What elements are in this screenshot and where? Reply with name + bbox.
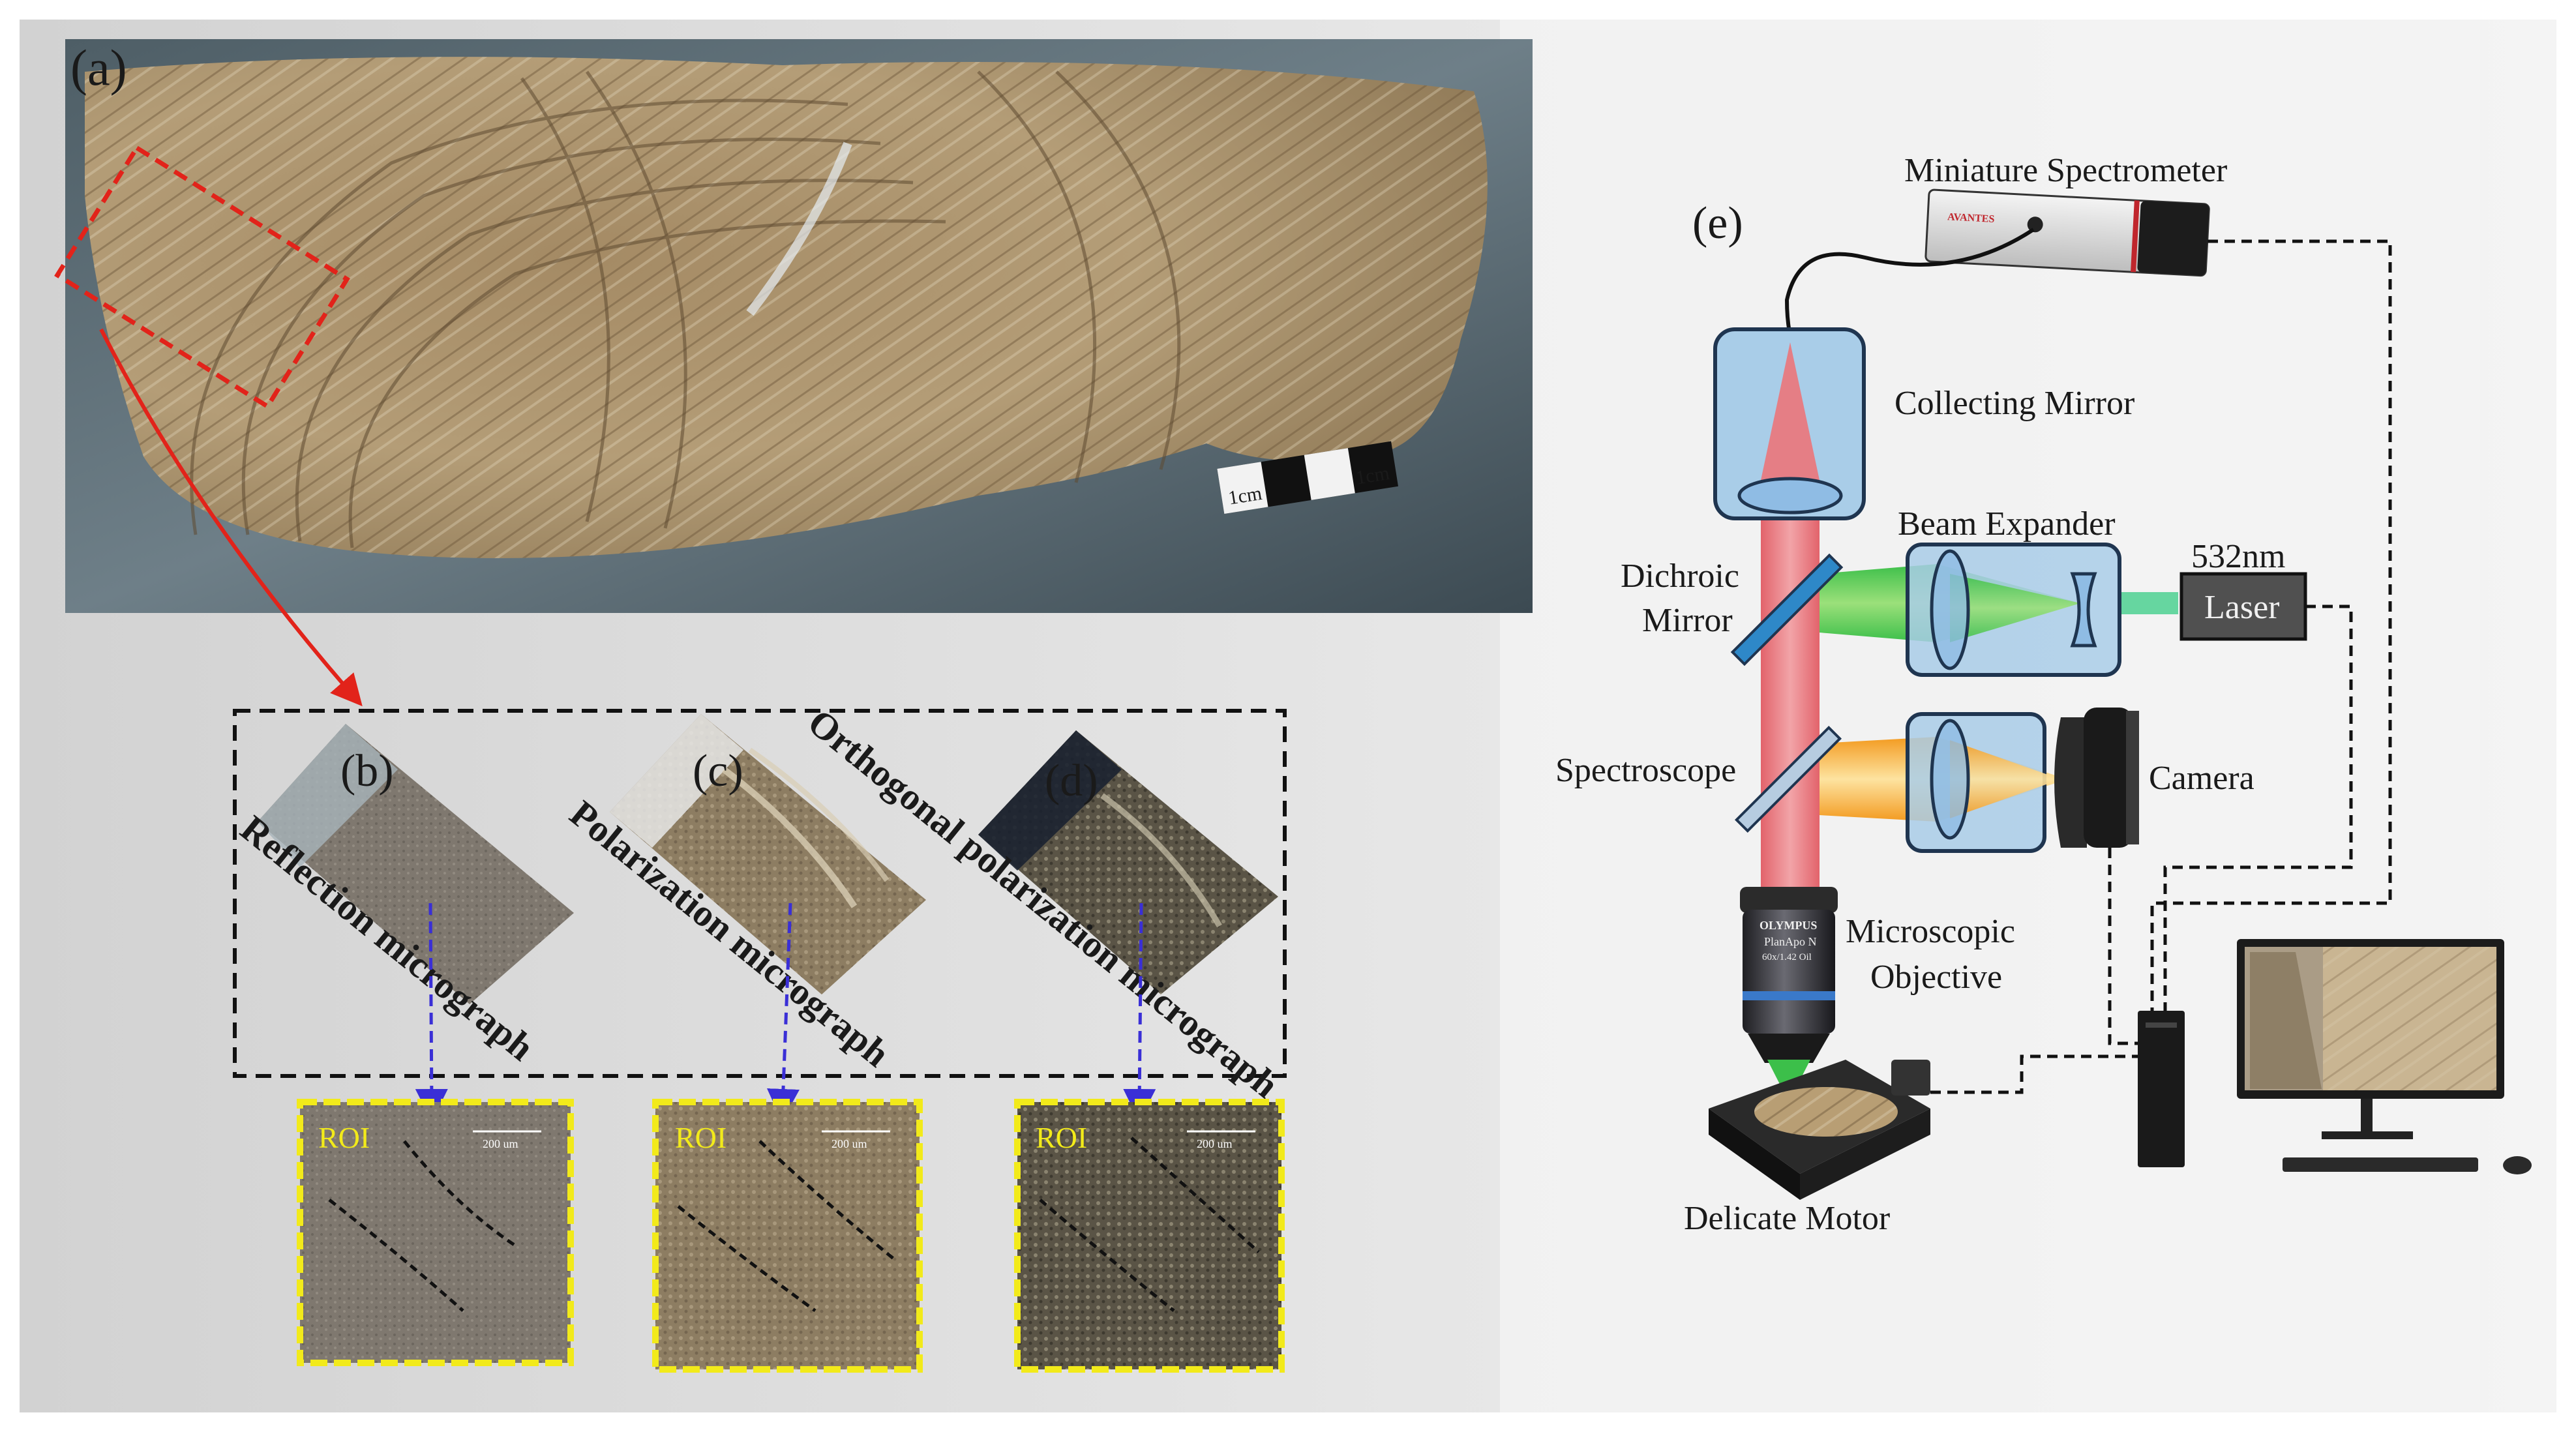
arrow-b-to-roi (415, 902, 448, 1122)
roi-c-label: ROI (675, 1121, 726, 1154)
spectroscope (1734, 725, 1842, 833)
scale-bar-right-label: 1cm (1355, 462, 1391, 489)
beam-expander-lens (1930, 549, 1970, 670)
roi-c: ROI 200 um (652, 1099, 923, 1373)
panel-d-label: (d) (1045, 756, 1098, 806)
roi-d-scale: 200 um (1197, 1137, 1233, 1150)
control-wiring (1930, 239, 2392, 1094)
scale-bar-left-label: 1cm (1227, 483, 1263, 509)
roi-b-scale: 200 um (483, 1137, 518, 1150)
wire-spectrometer (2150, 239, 2392, 1011)
delicate-motor (1709, 1060, 1930, 1200)
spectrometer-label: Miniature Spectrometer (1904, 152, 2227, 189)
red-curved-arrow (99, 328, 363, 707)
objective-spec-label: 60x/1.42 Oil (1762, 952, 1812, 962)
blue-dashed-arrows (415, 902, 1156, 1122)
micrograph-group-frame (233, 709, 1287, 1078)
wavelength-label: 532nm (2191, 538, 2285, 575)
wire-motor (1930, 1054, 2138, 1094)
camera-label: Camera (2149, 760, 2254, 797)
panel-b-label: (b) (340, 746, 394, 796)
objective-label-2: Objective (1870, 959, 2002, 996)
arrow-c-to-roi (766, 902, 800, 1122)
wire-laser (2163, 604, 2353, 1011)
computer-tower (2138, 1011, 2185, 1167)
panel-e-label: (e) (1692, 198, 1743, 248)
red-beam (1761, 496, 1820, 913)
arrow-d-to-roi (1123, 902, 1156, 1122)
microscopic-objective: OLYMPUS PlanApo N 60x/1.42 Oil (1740, 887, 1838, 1063)
dichroic-mirror (1730, 553, 1844, 666)
roi-b-label: ROI (318, 1121, 370, 1154)
beam-expander-concave-lens (2070, 572, 2097, 648)
roi-c-scale: 200 um (831, 1137, 867, 1150)
svg-text:AVANTES: AVANTES (1947, 211, 1995, 225)
objective-brand-label: OLYMPUS (1760, 919, 1817, 932)
panel-a-label: (a) (70, 39, 127, 96)
dichroic-label-2: Mirror (1642, 602, 1733, 639)
camera-lens (1930, 719, 1970, 840)
roi-d: ROI 200 um (1014, 1099, 1285, 1373)
panel-c-label: (c) (693, 746, 743, 796)
scale-bar: 1cm 1cm (1217, 441, 1398, 515)
objective-label-1: Microscopic (1846, 913, 2015, 950)
delicate-motor-label: Delicate Motor (1684, 1200, 1890, 1237)
camera (2054, 708, 2139, 848)
beam-expander-label: Beam Expander (1898, 505, 2116, 543)
miniature-spectrometer: AVANTES (1925, 188, 2210, 277)
collecting-mirror-label: Collecting Mirror (1895, 385, 2134, 422)
collecting-mirror-lens (1737, 477, 1843, 515)
panel-a: 1cm 1cm (a) (54, 39, 1533, 707)
laser-label: Laser (2204, 589, 2279, 626)
roi-d-label: ROI (1036, 1121, 1087, 1154)
optical-fiber (1784, 228, 2035, 336)
red-dashed-selection (54, 144, 350, 410)
objective-model-label: PlanApo N (1764, 935, 1817, 948)
dichroic-label-1: Dichroic (1621, 558, 1739, 595)
spectroscope-label: Spectroscope (1555, 752, 1736, 789)
roi-b: ROI 200 um (297, 1099, 574, 1366)
panel-e: (e) AVANTES Miniature Spectrometer Colle… (1555, 152, 2532, 1237)
wire-camera (2108, 848, 2138, 1045)
monitor (2237, 939, 2532, 1174)
